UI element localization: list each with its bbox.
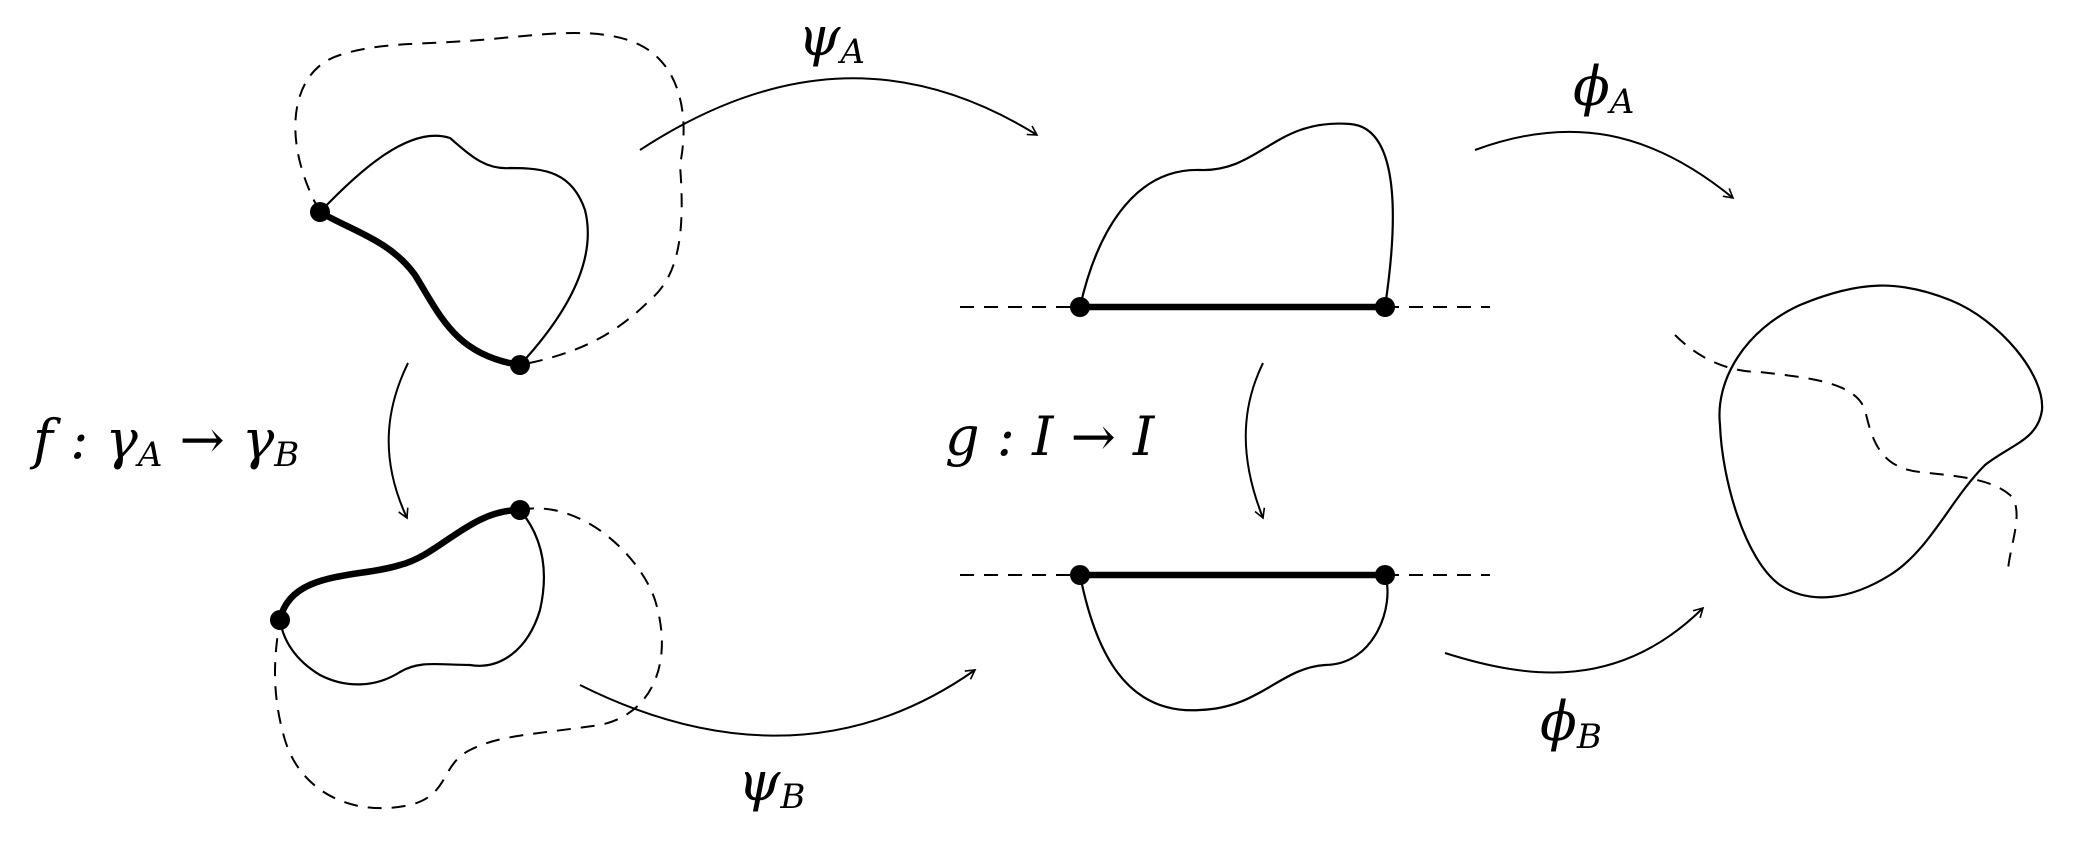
arrow-phi-b xyxy=(1444,606,1705,674)
lower-half-boundary-curve xyxy=(1078,573,1389,712)
label-psi-b: ψB xyxy=(738,750,805,817)
region-b-dashed-boundary xyxy=(274,507,663,810)
target-domain-dashed-crosscut xyxy=(1674,334,2018,571)
lower-half-domain xyxy=(960,565,1490,712)
interval-i-lower-left-end xyxy=(1070,565,1090,585)
label-phi-b: ϕB xyxy=(1540,690,1602,757)
gamma-a-endpoint-left xyxy=(310,202,330,222)
region-b-bottom-left xyxy=(270,500,663,810)
arrow-g-map xyxy=(1244,362,1266,520)
region-b-outer-curve xyxy=(278,508,545,686)
region-a-outer-curve xyxy=(318,134,589,367)
region-a-top-left xyxy=(294,32,685,375)
gamma-a-thick-arc xyxy=(316,208,524,369)
target-domain-right xyxy=(1674,284,2044,599)
upper-half-boundary-curve xyxy=(1078,122,1394,309)
label-phi-a: ϕA xyxy=(1573,55,1634,122)
upper-half-domain xyxy=(960,122,1490,317)
label-psi-a: ψA xyxy=(798,5,865,72)
arrow-phi-a xyxy=(1474,130,1735,200)
region-a-dashed-boundary xyxy=(294,32,685,366)
gamma-b-thick-arc xyxy=(276,506,524,624)
interval-i-upper-left-end xyxy=(1070,297,1090,317)
gamma-b-endpoint-right xyxy=(510,500,530,520)
arrow-psi-a xyxy=(639,77,1039,151)
arrow-psi-b xyxy=(579,669,977,737)
interval-i-upper-right-end xyxy=(1375,297,1395,317)
label-g-map: g : I → I xyxy=(945,405,1156,468)
target-domain-boundary xyxy=(1718,284,2044,599)
gamma-b-endpoint-left xyxy=(270,610,290,630)
gamma-a-endpoint-right xyxy=(510,355,530,375)
arrow-f-map xyxy=(387,362,409,520)
interval-i-lower-right-end xyxy=(1375,565,1395,585)
label-f-map: f : γA → γB xyxy=(29,408,299,475)
